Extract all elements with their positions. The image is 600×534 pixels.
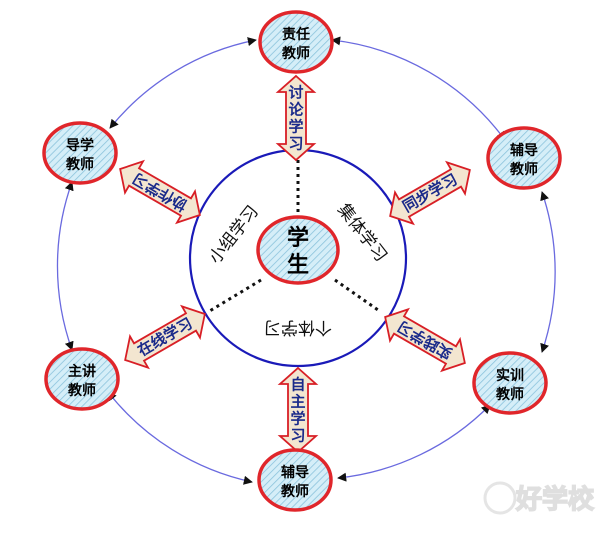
inner-dividers [207, 160, 379, 314]
arrow-shape [119, 159, 201, 225]
orbit-upper-left-top [109, 37, 257, 129]
watermark-text: 好学校 [515, 484, 595, 515]
arrow-upper-left: 协作学习 [119, 159, 201, 225]
teacher-node-line1: 主讲 [68, 363, 96, 380]
teacher-node-line1: 责任 [282, 26, 310, 43]
center-node-line2: 生 [287, 253, 309, 278]
watermark-logo: 好学校 [483, 481, 596, 516]
teacher-node-line1: 导学 [66, 137, 94, 154]
orbit-connections [56, 36, 556, 485]
center-node-student: 学 生 [256, 215, 340, 285]
teacher-node-line1: 实训 [496, 367, 524, 384]
inner-label-bottom: 个体学习 [264, 317, 332, 337]
teacher-node-line2: 教师 [68, 382, 96, 399]
center-node-shape [256, 215, 340, 285]
arrow-top: 讨论学习 [275, 74, 317, 162]
orbit-lower-right-bottom [337, 404, 491, 482]
teacher-node-line2: 教师 [496, 386, 524, 403]
teacher-node-shape [44, 347, 120, 411]
teacher-node-line2: 教师 [282, 45, 310, 62]
arrow-label: 自主学习 [290, 376, 305, 445]
arrow-shape [384, 307, 466, 373]
teacher-node-line1: 辅导 [281, 464, 309, 481]
teacher-node-shape [258, 10, 334, 74]
center-node-line1: 学 [287, 225, 309, 251]
divider-lower-left [207, 278, 262, 314]
orbit-bottom-lower-left [107, 391, 253, 485]
teacher-node-shape [472, 351, 548, 415]
arrow-shape [389, 160, 471, 226]
teacher-node-line1: 辅导 [510, 142, 538, 159]
teacher-node-shape [486, 126, 562, 190]
teacher-node-shape [257, 448, 333, 512]
teacher-node-line2: 教师 [66, 156, 94, 173]
orbit-upper-right-lower-right [540, 191, 556, 353]
watermark-circle-icon [483, 481, 517, 515]
arrow-bottom: 自主学习 [277, 366, 319, 454]
divider-lower-right [334, 278, 379, 312]
teacher-node-line2: 教师 [510, 161, 538, 178]
teacher-node-line2: 教师 [281, 483, 309, 500]
arrow-shape [275, 74, 317, 162]
orbit-lower-left-upper-left [56, 181, 74, 351]
arrow-lower-left: 在线学习 [124, 304, 206, 370]
orbit-top-upper-right [331, 36, 506, 141]
teacher-node-shape [42, 121, 118, 185]
arrow-shape [124, 304, 206, 370]
arrow-label: 讨论学习 [288, 84, 304, 153]
